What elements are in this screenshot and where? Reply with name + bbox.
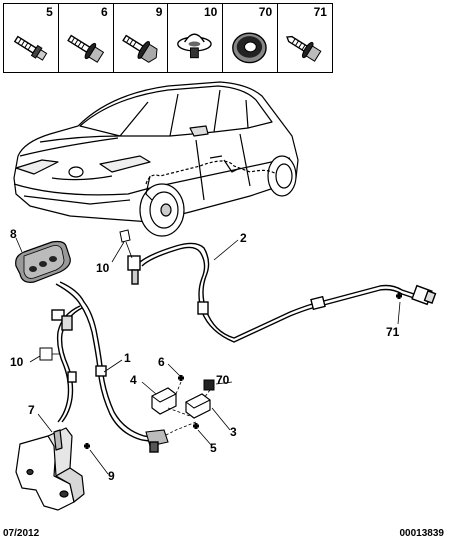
callout-1: 1	[124, 351, 131, 365]
part-number: 6	[100, 5, 108, 19]
part-10-clip-upper[interactable]	[119, 229, 133, 259]
part-71-screw-marker[interactable]	[396, 293, 402, 299]
part-cell-70[interactable]: 70	[223, 4, 279, 72]
part-cell-5[interactable]: 5	[4, 4, 59, 72]
hex-flange-screw-icon	[121, 34, 158, 63]
part-number: 71	[313, 5, 327, 19]
part-10-clip-lower[interactable]	[39, 347, 60, 361]
callout-5: 5	[210, 441, 217, 455]
part-70-grommet-marker[interactable]	[203, 379, 215, 391]
flange-bolt-icon	[66, 34, 104, 63]
callout-7: 7	[28, 403, 35, 417]
dashed-connection-lines	[163, 381, 211, 437]
part-number: 9	[155, 5, 163, 19]
callout-10-upper: 10	[96, 261, 110, 275]
part-8-cover-plate[interactable]	[15, 240, 71, 283]
part-7-support-bracket[interactable]	[15, 427, 85, 511]
part-number: 5	[46, 5, 53, 19]
part-6-screw-marker[interactable]	[178, 375, 184, 381]
part-4-bracket[interactable]	[151, 387, 177, 415]
callout-3: 3	[230, 425, 237, 439]
plastic-clip-icon	[177, 33, 213, 59]
part-5-screw-marker[interactable]	[193, 423, 199, 429]
part-2-rear-sensor-harness[interactable]	[127, 242, 437, 343]
callout-9: 9	[108, 469, 115, 483]
part-cell-9[interactable]: 9	[114, 4, 169, 72]
car-illustration	[13, 81, 299, 237]
leader-lines	[15, 237, 401, 475]
part-1-front-sensor-harness[interactable]	[51, 281, 169, 453]
footer-date: 07/2012	[3, 528, 40, 539]
part-cell-10[interactable]: 10	[168, 4, 224, 72]
grommet-icon	[232, 32, 268, 64]
callout-4: 4	[130, 373, 137, 387]
callout-8: 8	[10, 227, 17, 241]
screw-icon	[286, 35, 322, 62]
footer-code: 00013839	[399, 528, 445, 539]
part-number: 70	[258, 5, 273, 19]
part-number: 10	[203, 5, 218, 19]
callout-6: 6	[158, 355, 165, 369]
callout-2: 2	[240, 231, 247, 245]
part-cell-6[interactable]: 6	[59, 4, 114, 72]
callout-71: 71	[386, 325, 400, 339]
callout-70: 70	[216, 373, 230, 387]
exploded-view-diagram: 8 10 2 71 10 1 6 4 70 3 5 7 9	[10, 81, 437, 511]
callout-10-lower: 10	[10, 355, 24, 369]
part-cell-71[interactable]: 71	[278, 4, 332, 72]
part-3-bracket[interactable]	[185, 393, 211, 419]
bolt-stud-icon	[13, 35, 48, 61]
parts-strip: 5 6	[3, 3, 333, 73]
part-9-screw-marker[interactable]	[84, 443, 90, 449]
